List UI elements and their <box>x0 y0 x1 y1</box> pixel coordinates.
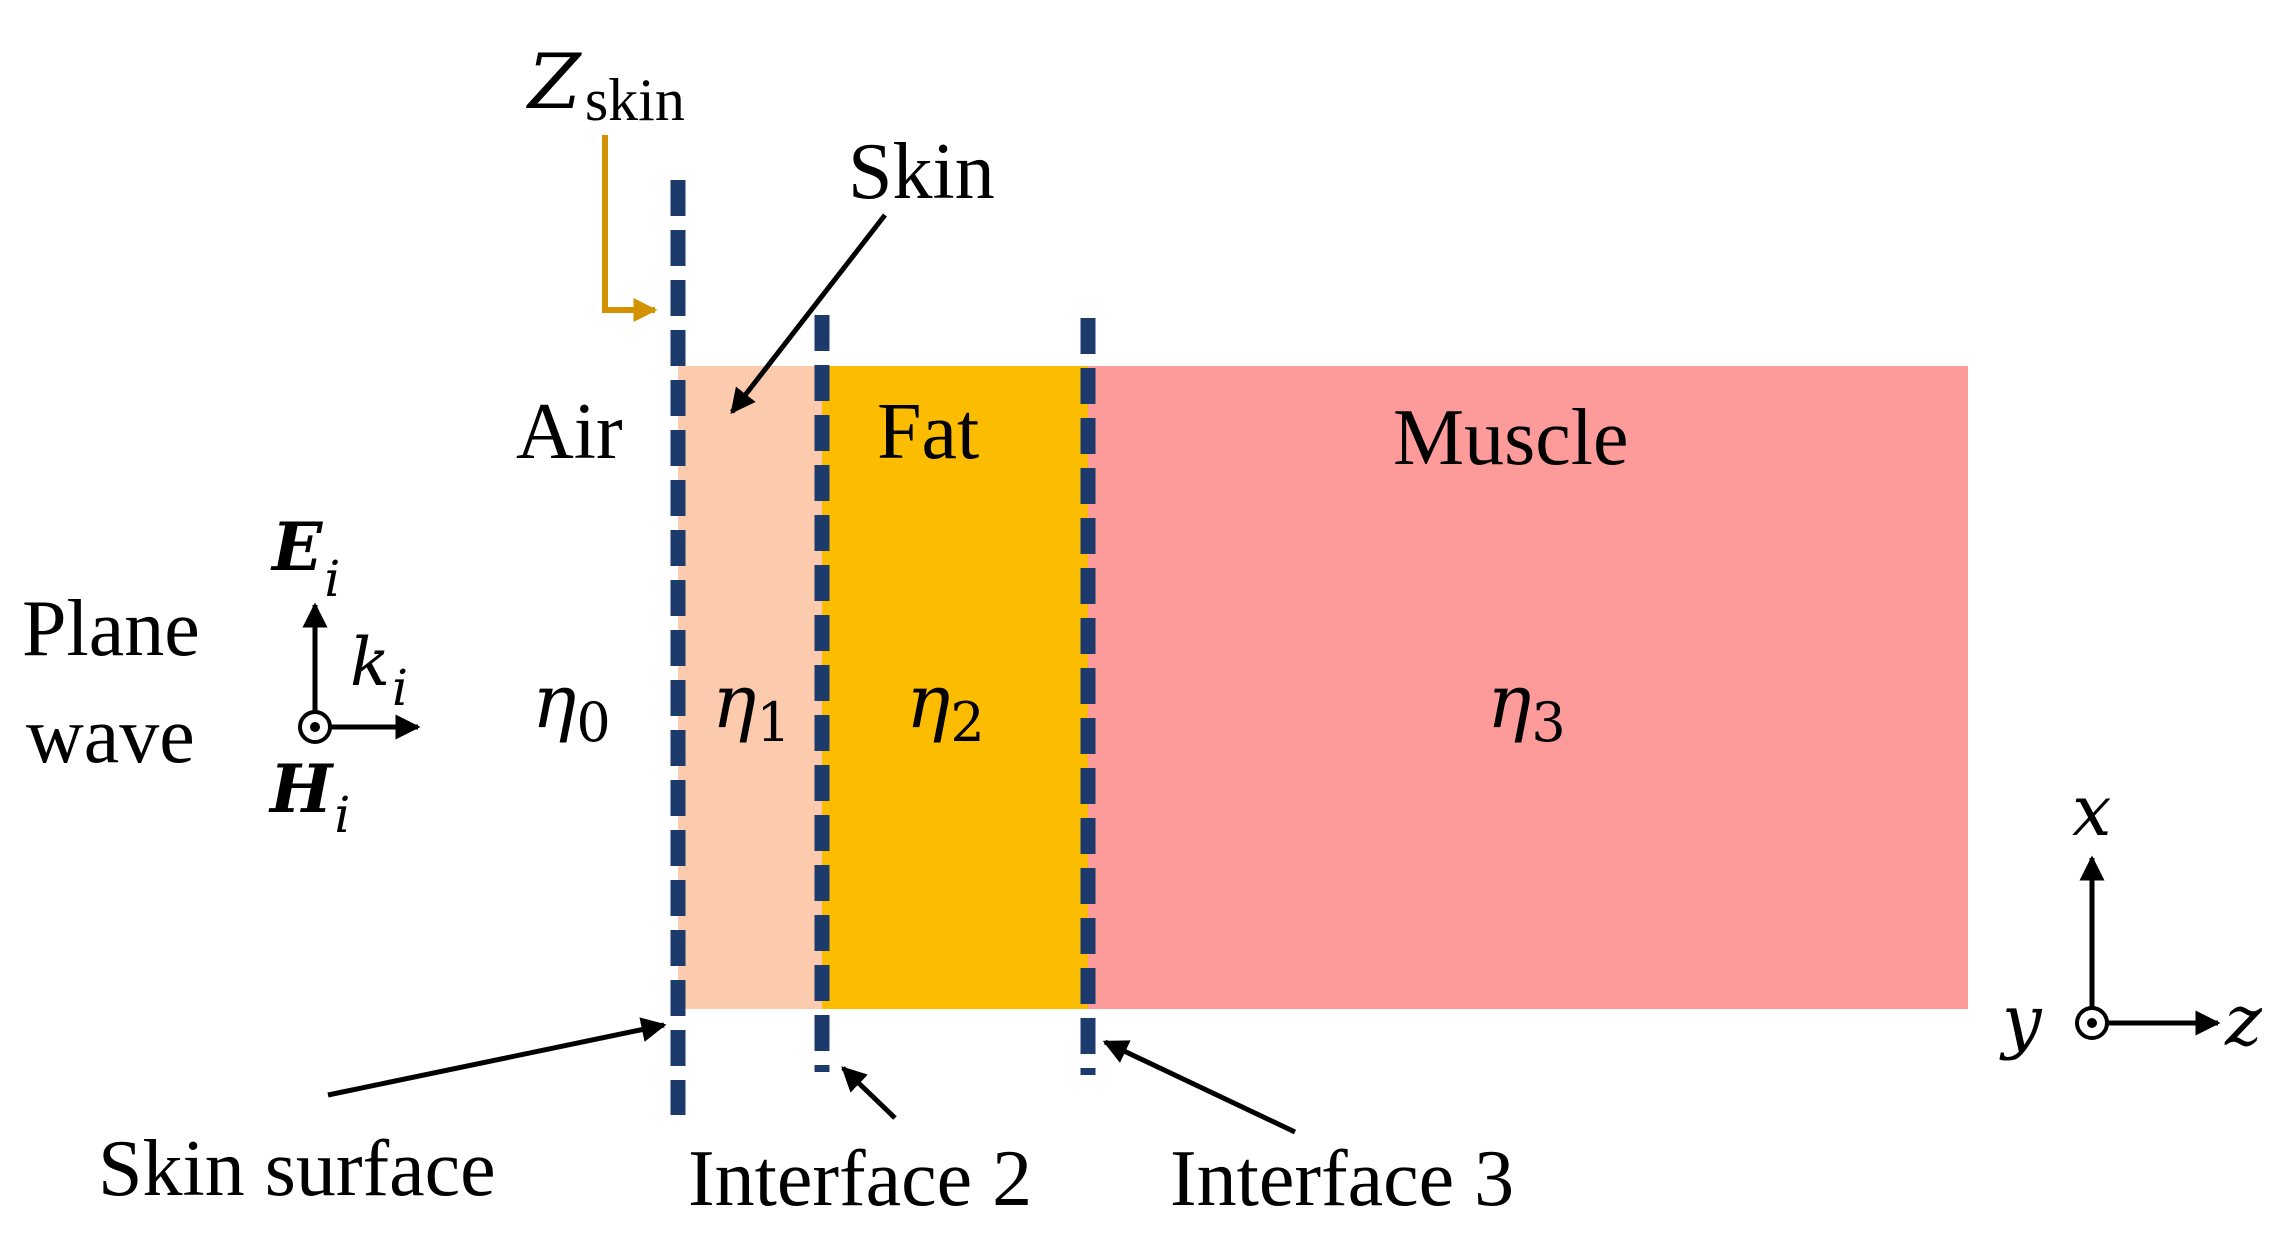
muscle-layer <box>1088 366 1968 1009</box>
air-label: Air <box>516 388 623 476</box>
skin-label: Skin <box>848 128 995 216</box>
skin-pointer-arrow <box>730 213 887 414</box>
e-field-label: Ei <box>270 508 340 608</box>
interface-2-pointer <box>841 1066 897 1120</box>
fat-layer <box>822 366 1088 1009</box>
skin-layer <box>678 366 822 1009</box>
muscle-label: Muscle <box>1393 394 1629 482</box>
z-skin-arrow <box>602 135 658 322</box>
interface-2-label: Interface 2 <box>688 1135 1032 1223</box>
interface-3-pointer <box>1102 1039 1297 1135</box>
eta3-label: η3 <box>1487 659 1566 754</box>
z-skin-label: Zskin <box>526 37 685 133</box>
wave-label: wave <box>26 692 195 780</box>
axis-y-label: y <box>1999 980 2043 1062</box>
fat-label: Fat <box>877 388 979 476</box>
interface-3-label: Interface 3 <box>1170 1135 1514 1223</box>
k-wavevector-label: ki <box>350 624 408 717</box>
skin-surface-pointer <box>327 1017 667 1098</box>
eta0-label: η0 <box>532 659 611 754</box>
eta1-label: η1 <box>712 659 791 754</box>
skin-surface-label: Skin surface <box>98 1125 496 1213</box>
axis-y-dot <box>2087 1018 2097 1028</box>
plane-label: Plane <box>22 585 200 673</box>
axis-z-label: z <box>2224 980 2263 1062</box>
h-field-label: Hi <box>268 750 350 844</box>
h-field-dot <box>310 722 320 732</box>
eta2-label: η2 <box>906 659 985 754</box>
axis-x-label: x <box>2072 770 2111 852</box>
